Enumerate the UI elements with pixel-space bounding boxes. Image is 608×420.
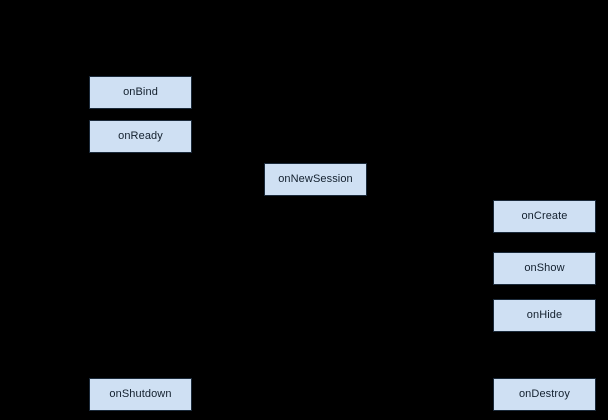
node-on-show[interactable]: onShow xyxy=(493,252,596,285)
node-on-bind[interactable]: onBind xyxy=(89,76,192,109)
node-label: onNewSession xyxy=(278,173,353,185)
node-label: onBind xyxy=(123,86,158,98)
node-label: onReady xyxy=(118,130,163,142)
node-on-ready[interactable]: onReady xyxy=(89,120,192,153)
node-on-destroy[interactable]: onDestroy xyxy=(493,378,596,411)
node-label: onHide xyxy=(526,309,563,321)
node-label: onShutdown xyxy=(109,388,172,400)
node-on-hide[interactable]: onHide xyxy=(493,299,596,332)
node-on-shutdown[interactable]: onShutdown xyxy=(89,378,192,411)
node-on-new-session[interactable]: onNewSession xyxy=(264,163,367,196)
node-label: onShow xyxy=(524,262,565,274)
node-on-create[interactable]: onCreate xyxy=(493,200,596,233)
node-label: onDestroy xyxy=(518,388,571,400)
node-label: onCreate xyxy=(521,210,568,222)
